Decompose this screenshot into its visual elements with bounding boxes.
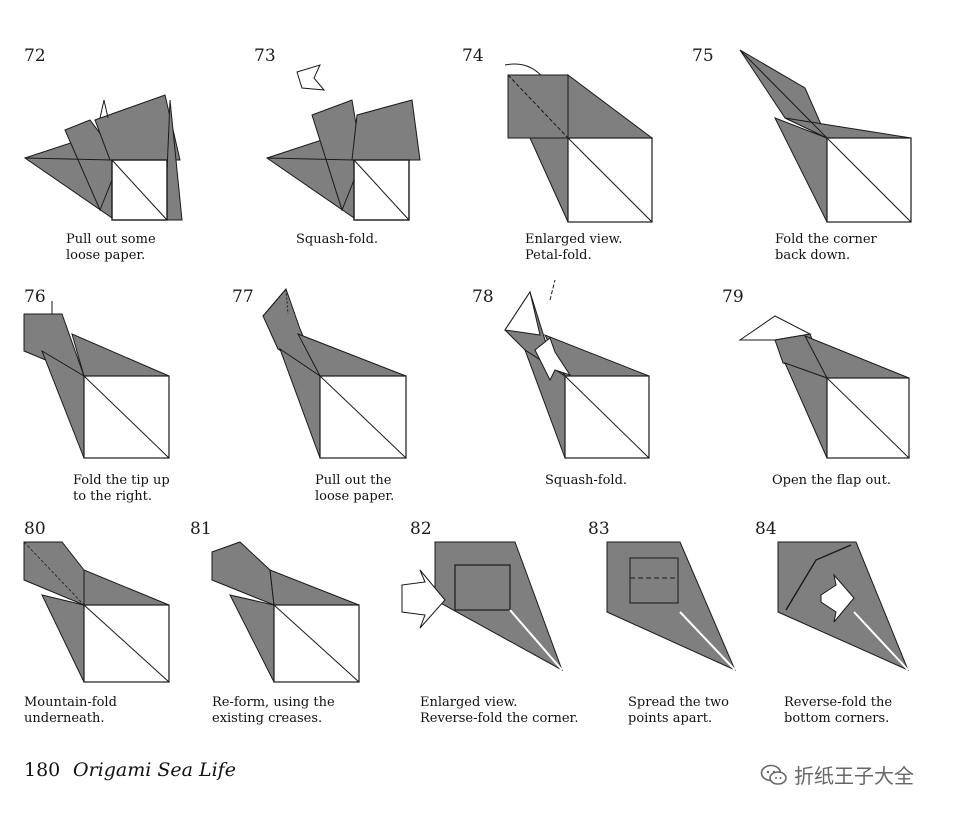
step-number: 75: [692, 46, 714, 66]
fold-diagram: [265, 64, 421, 221]
step-caption: Pull out some loose paper.: [66, 232, 156, 263]
fold-diagram: [504, 279, 650, 459]
fold-diagram: [738, 315, 910, 459]
fold-diagram: [401, 541, 563, 672]
watermark-text: 折纸王子大全: [794, 764, 914, 788]
fold-diagram: [23, 301, 170, 459]
step-number: 78: [472, 287, 494, 307]
step-number: 82: [410, 519, 432, 539]
watermark: 折纸王子大全: [760, 760, 914, 789]
fold-diagram: [739, 49, 912, 223]
step-number: 74: [462, 46, 484, 66]
step-caption: Squash-fold.: [296, 232, 379, 247]
step-caption: Squash-fold.: [545, 473, 628, 488]
step-number: 72: [24, 46, 46, 66]
step-caption: Reverse-fold the bottom corners.: [784, 695, 893, 726]
step-caption: Fold the corner back down.: [775, 232, 877, 263]
fold-diagram: [777, 541, 909, 671]
step-caption: Enlarged view. Reverse-fold the corner.: [420, 695, 579, 726]
book-title: Origami Sea Life: [73, 759, 236, 781]
wechat-icon: [760, 764, 787, 785]
fold-diagram: [23, 94, 183, 221]
fold-diagram: [504, 63, 654, 223]
step-number: 80: [24, 519, 46, 539]
step-caption: Fold the tip up to the right.: [73, 473, 170, 504]
step-number: 79: [722, 287, 744, 307]
step-caption: Enlarged view. Petal-fold.: [525, 232, 623, 263]
step-number: 83: [588, 519, 610, 539]
step-number: 77: [232, 287, 254, 307]
step-caption: Spread the two points apart.: [628, 695, 729, 726]
step-caption: Pull out the loose paper.: [315, 473, 395, 504]
step-number: 76: [24, 287, 46, 307]
fold-diagram: [211, 541, 360, 683]
fold-diagram: [23, 541, 170, 683]
step-number: 73: [254, 46, 276, 66]
step-number: 84: [755, 519, 777, 539]
step-caption: Re-form, using the existing creases.: [212, 695, 335, 726]
step-caption: Open the flap out.: [772, 473, 892, 488]
step-number: 81: [190, 519, 212, 539]
step-caption: Mountain-fold underneath.: [24, 695, 117, 726]
fold-diagram: [262, 287, 407, 459]
page-number: 180: [24, 759, 61, 781]
fold-diagram: [606, 541, 736, 671]
